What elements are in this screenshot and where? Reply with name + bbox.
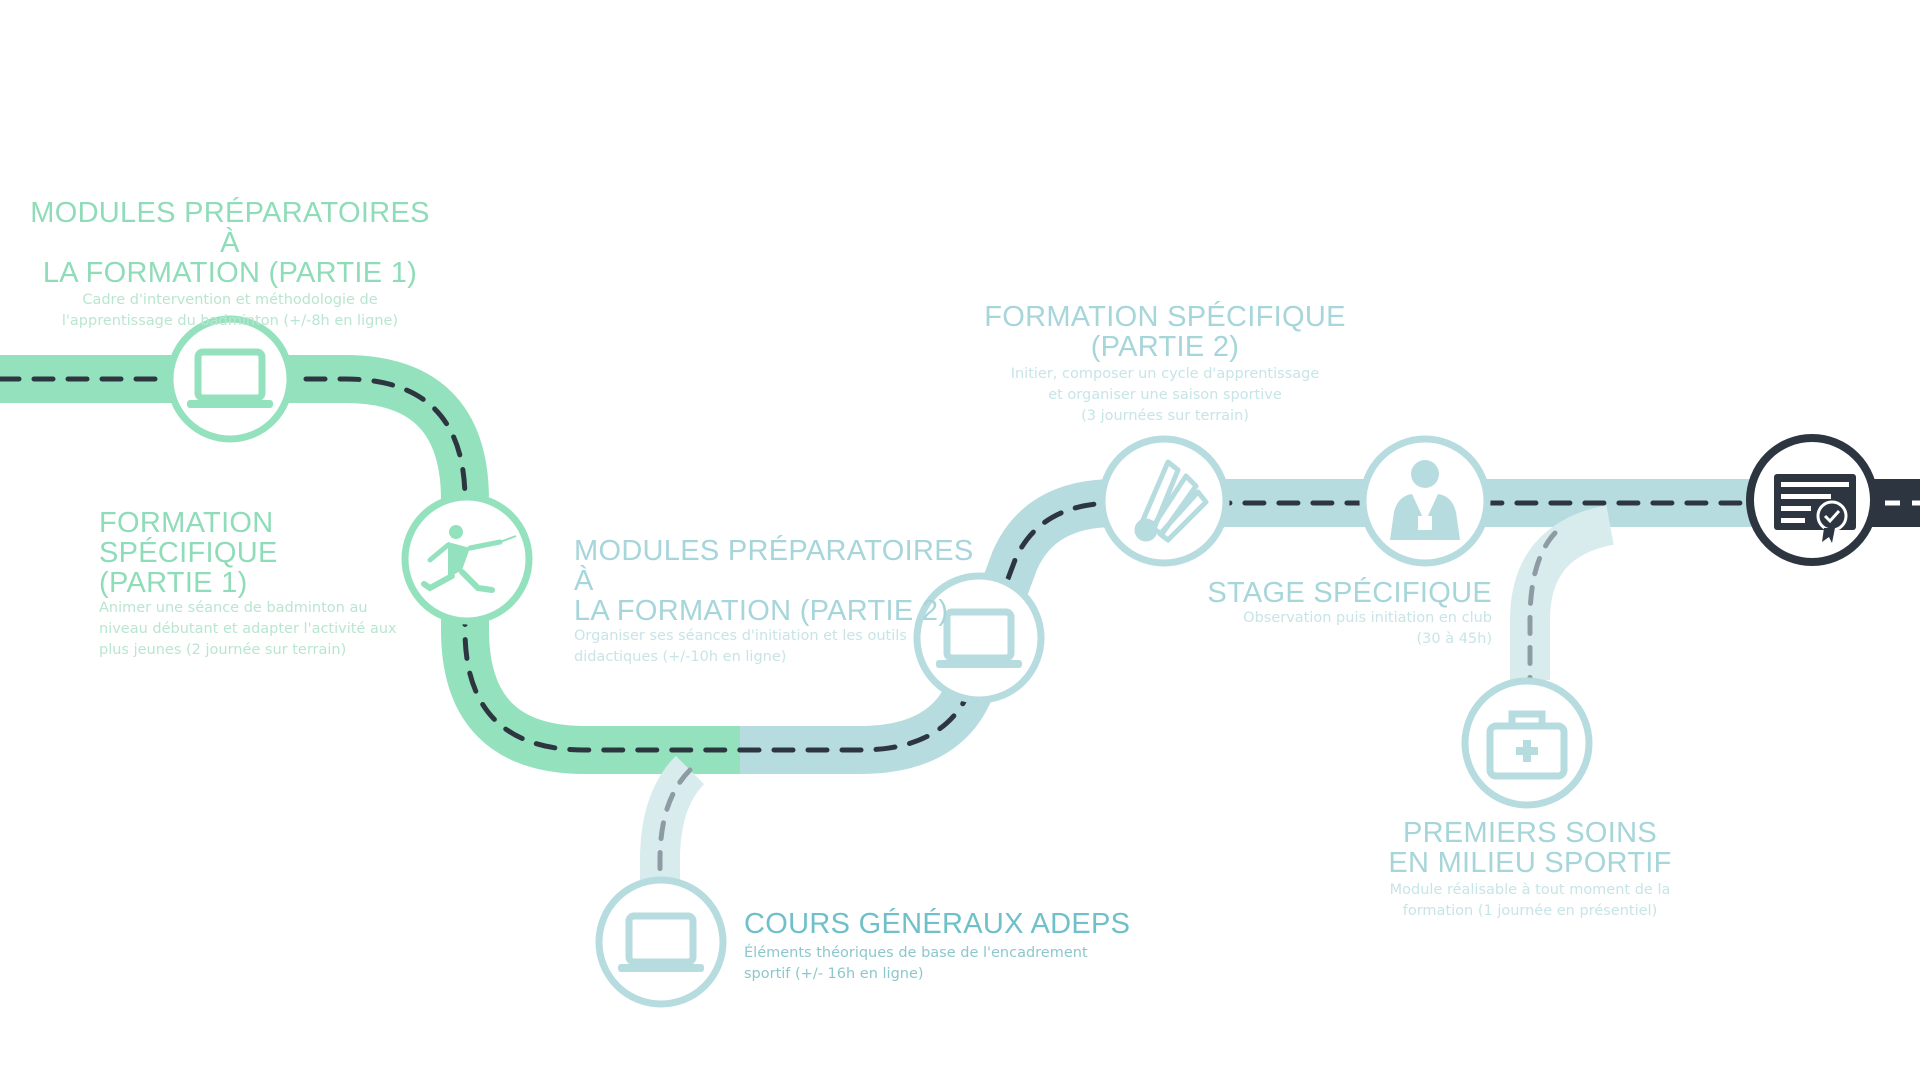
step-description: Observation puis initiation en club (30 … [1243,610,1492,647]
step-cours-generaux: COURS GÉNÉRAUX ADEPS Éléments théoriques… [744,909,1164,985]
step-title: PREMIERS SOINS EN MILIEU SPORTIF [1388,817,1672,879]
step-description: Cadre d'intervention et méthodologie de … [61,292,399,329]
step-description: Éléments théoriques de base de l'encadre… [744,945,1088,982]
step-title: MODULES PRÉPARATOIRES À LA FORMATION (PA… [30,197,430,289]
road-branch-soins [1510,505,1615,683]
node-formation-specifique-2 [1098,435,1230,567]
first-aid-kit-icon [1486,710,1568,780]
laptop-icon [187,348,273,408]
badminton-player-icon [421,525,517,593]
step-modules-prep-1: MODULES PRÉPARATOIRES À LA FORMATION (PA… [30,198,430,332]
coach-icon [1390,460,1460,540]
step-title: FORMATION SPÉCIFIQUE (PARTIE 2) [984,301,1346,363]
road-branch-cours [640,755,705,893]
node-formation-specifique-1 [401,493,533,625]
step-title: FORMATION SPÉCIFIQUE (PARTIE 1) [99,507,278,599]
step-formation-specifique-2: FORMATION SPÉCIFIQUE (PARTIE 2) Initier,… [965,302,1365,427]
step-premiers-soins: PREMIERS SOINS EN MILIEU SPORTIF Module … [1360,818,1700,922]
node-modules-prep-1 [166,315,294,443]
node-modules-prep-2 [913,572,1045,704]
step-stage-specifique: STAGE SPÉCIFIQUE Observation puis initia… [1190,578,1492,650]
certificate-icon [1774,474,1856,543]
laptop-icon [936,608,1022,668]
step-title: STAGE SPÉCIFIQUE [1207,577,1492,609]
shuttlecock-icon [1134,459,1209,543]
step-description: Module réalisable à tout moment de la fo… [1389,882,1671,919]
node-cours-generaux [595,876,727,1008]
step-formation-specifique-1: FORMATION SPÉCIFIQUE (PARTIE 1) Animer u… [99,508,399,661]
node-certificat [1746,434,1878,566]
step-description: Organiser ses séances d'initiation et le… [574,628,907,665]
step-modules-prep-2: MODULES PRÉPARATOIRES À LA FORMATION (PA… [574,536,994,668]
step-description: Animer une séance de badminton au niveau… [99,600,397,658]
step-description: Initier, composer un cycle d'apprentissa… [1010,366,1320,424]
node-stage-specifique [1359,435,1491,567]
laptop-icon [618,912,704,972]
step-title: MODULES PRÉPARATOIRES À LA FORMATION (PA… [574,535,974,627]
node-premiers-soins [1461,677,1593,809]
step-title: COURS GÉNÉRAUX ADEPS [744,908,1131,940]
